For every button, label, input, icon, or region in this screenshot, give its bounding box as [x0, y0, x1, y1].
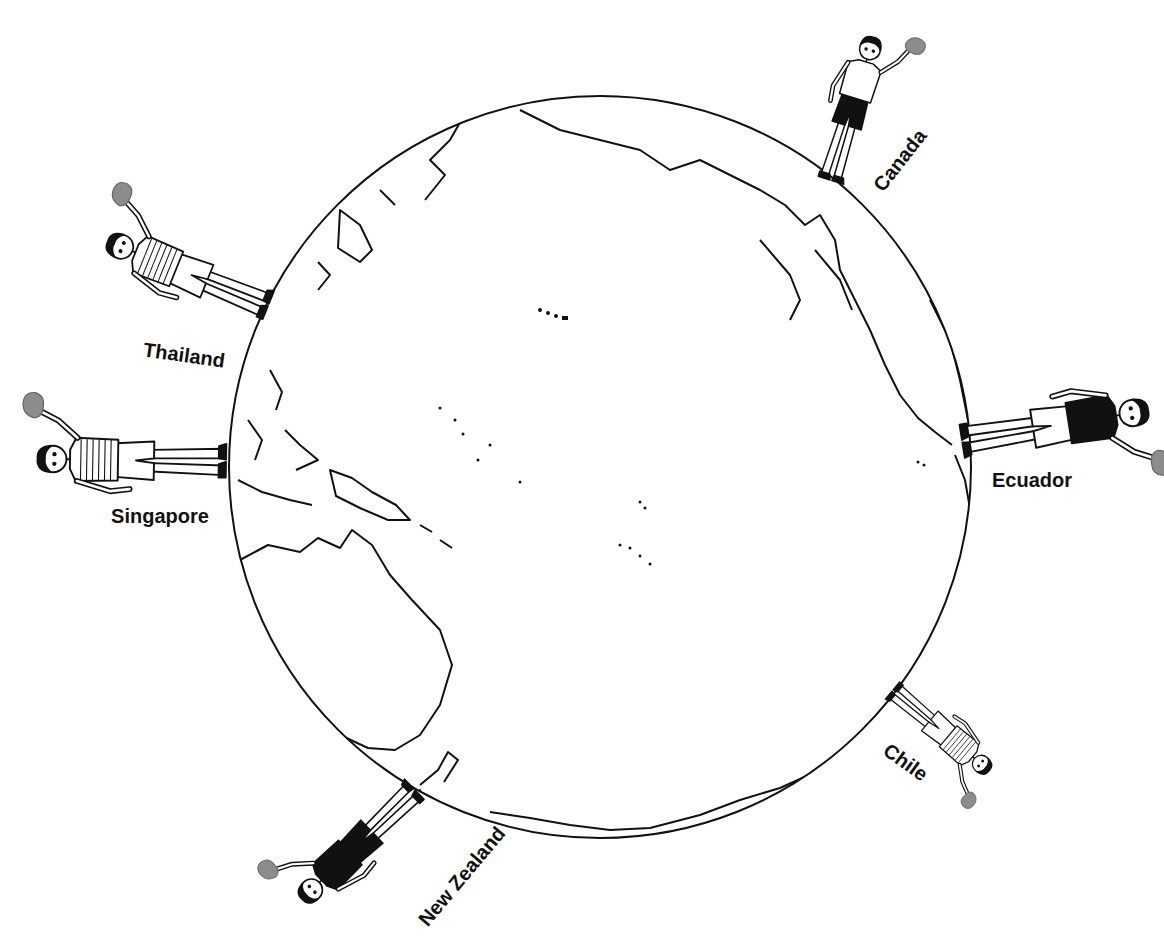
rock	[1150, 448, 1164, 476]
rock	[109, 180, 135, 209]
person-figure	[84, 180, 291, 333]
country-label: Canada	[869, 124, 932, 195]
country-label: Thailand	[142, 338, 227, 372]
rock	[23, 392, 44, 418]
country-label: Ecuador	[992, 469, 1072, 492]
country-label: Chile	[878, 738, 931, 785]
rock	[958, 789, 979, 811]
coastlines	[238, 100, 972, 830]
rock	[254, 857, 281, 884]
rock	[903, 35, 927, 56]
people-figures	[21, 18, 1164, 926]
pacific-islands	[439, 308, 926, 566]
person-figure	[865, 674, 1011, 811]
country-label: New Zealand	[414, 822, 510, 930]
person-figure	[806, 18, 927, 195]
person-figure	[254, 750, 433, 926]
country-label: Singapore	[111, 505, 209, 528]
person-figure	[957, 377, 1164, 505]
globe-outline	[229, 96, 971, 838]
person-figure	[21, 392, 227, 493]
